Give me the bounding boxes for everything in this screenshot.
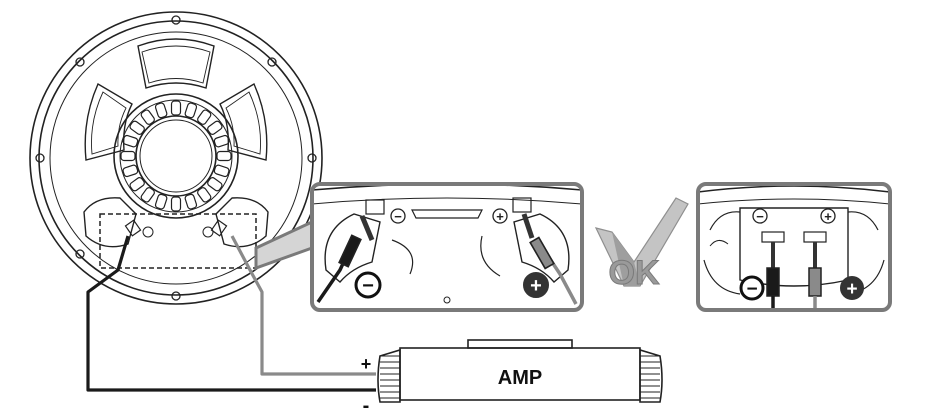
magnet-vent [213, 134, 230, 148]
inset-left-minus-mark: − [394, 209, 402, 224]
magnet-vent [122, 164, 139, 178]
magnet-vent [129, 177, 145, 192]
zoom-inset-left: − + − + [310, 182, 584, 312]
ok-label: OK [609, 254, 660, 292]
positive-badge-right [840, 276, 864, 300]
zoom-connector [254, 219, 314, 271]
magnet-vent [129, 120, 145, 135]
magnet-vent [122, 134, 139, 148]
amplifier [377, 339, 663, 403]
negative-badge-right [739, 275, 765, 301]
speaker-rear-view [29, 11, 323, 305]
positive-badge-symbol: + [530, 275, 542, 297]
magnet-vent [197, 109, 212, 125]
negative-badge-symbol: − [362, 275, 374, 297]
amp-fins-left [380, 355, 400, 399]
magnet-vent [170, 196, 182, 212]
amp-plus-label: + [361, 354, 372, 374]
zoom-inset-right: − + − + [696, 182, 892, 312]
amp-fins-right [640, 355, 660, 399]
inset-right-minus-mark: − [756, 209, 764, 224]
negative-wire [86, 235, 376, 392]
inset-right-plus-mark: + [824, 209, 832, 224]
magnet-vent [154, 193, 168, 210]
magnet-vents [120, 100, 232, 212]
magnet-vent [184, 193, 198, 210]
magnet-vent [120, 150, 136, 162]
positive-badge-right-symbol: + [846, 279, 857, 300]
magnet-vent [140, 109, 155, 125]
ok-checkmark-icon: OK [594, 197, 689, 293]
amp-label: AMP [498, 367, 542, 389]
positive-badge [523, 272, 549, 298]
magnet-vent [216, 150, 232, 162]
magnet-vent [170, 100, 182, 116]
magnet-vent [213, 164, 230, 178]
magnet-vent [197, 187, 212, 203]
negative-badge [354, 271, 382, 299]
amp-minus-label: - [363, 395, 370, 417]
basket-windows [84, 38, 268, 161]
magnet-vent [184, 102, 198, 119]
magnet-vent [140, 187, 155, 203]
inset-left-plus-mark: + [496, 209, 504, 224]
magnet-vent [207, 177, 223, 192]
zoom-region-box [99, 213, 257, 269]
wires [86, 235, 376, 392]
magnet-vent [207, 120, 223, 135]
negative-badge-right-symbol: − [746, 279, 757, 300]
magnet-vent [154, 102, 168, 119]
positive-wire [230, 235, 376, 376]
